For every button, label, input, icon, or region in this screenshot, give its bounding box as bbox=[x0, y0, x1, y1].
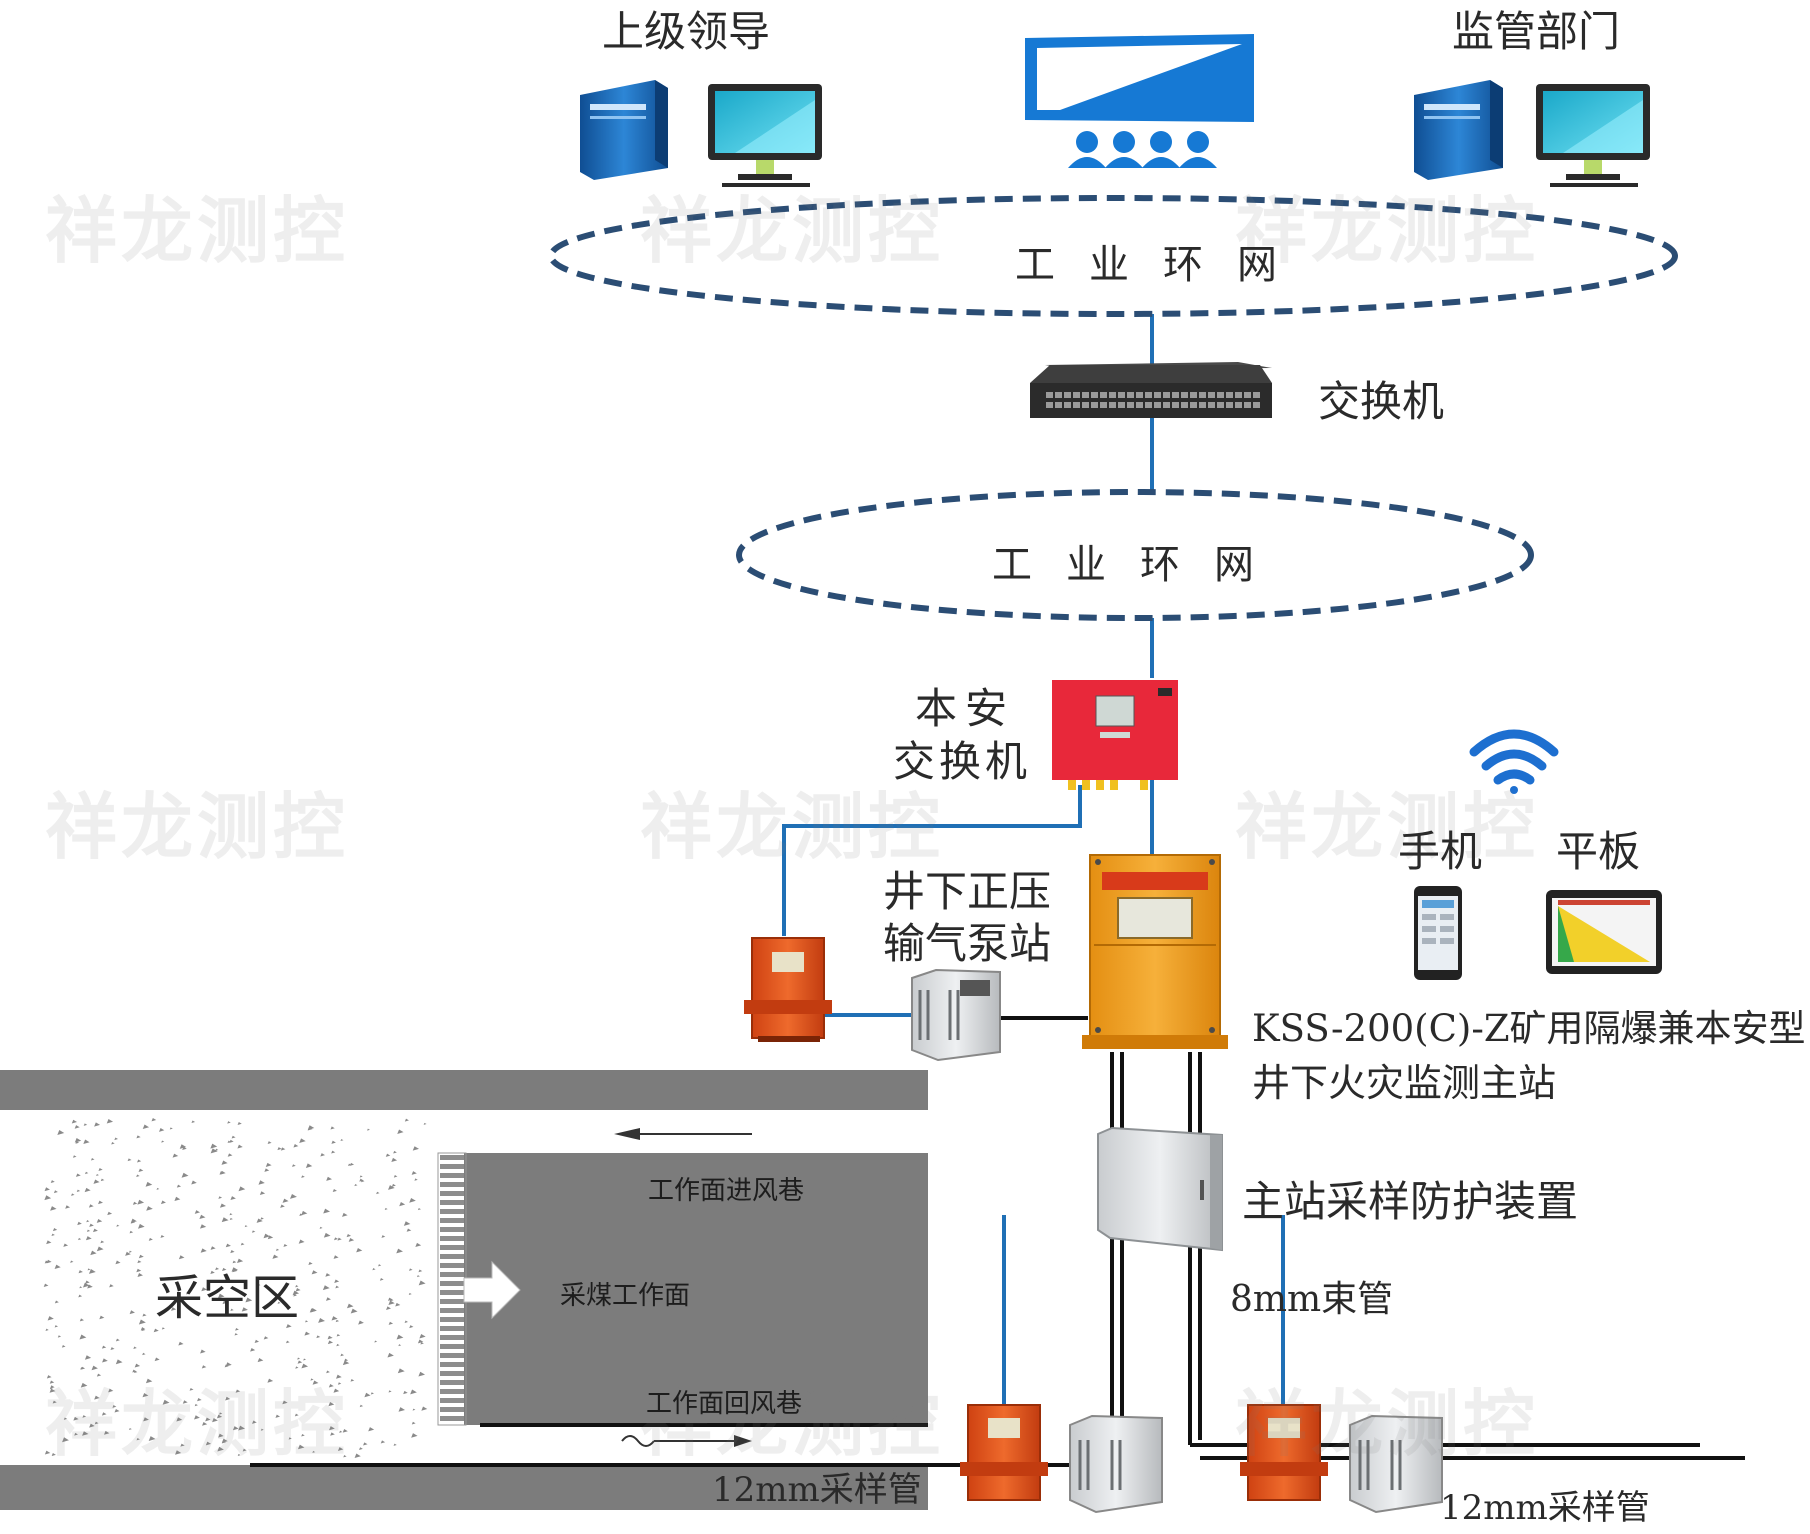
label-main-station-line2: 井下火灾监测主站 bbox=[1252, 1061, 1557, 1105]
intake-airflow-arrow bbox=[614, 1128, 752, 1140]
server-icon bbox=[580, 80, 668, 180]
explosion-proof-device-icon bbox=[744, 937, 832, 1042]
label-ring-mid: 工业环网 bbox=[992, 542, 1288, 588]
label-superior: 上级领导 bbox=[602, 7, 771, 56]
label-12mm-tube-left: 12mm采样管 bbox=[712, 1470, 922, 1510]
label-goaf: 采空区 bbox=[155, 1270, 300, 1326]
pump-station-icon bbox=[911, 968, 1001, 1062]
label-protection-device: 主站采样防护装置 bbox=[1242, 1177, 1579, 1226]
sampling-protection-box-icon bbox=[1097, 1126, 1223, 1252]
label-tablet: 平板 bbox=[1556, 827, 1641, 876]
label-pump-line2: 输气泵站 bbox=[883, 919, 1052, 968]
video-wall-icon bbox=[1025, 34, 1254, 168]
main-station-cabinet-icon bbox=[1082, 854, 1228, 1049]
pump-unit-icon bbox=[1069, 1414, 1163, 1514]
ethernet-switch-icon bbox=[1030, 362, 1272, 418]
explosion-proof-device-icon-2 bbox=[960, 1338, 1048, 1501]
pump-unit-icon-right bbox=[1349, 1414, 1443, 1514]
industrial-ring-top bbox=[548, 195, 1678, 317]
phone-icon bbox=[1414, 886, 1462, 980]
label-ib-switch-line2: 交换机 bbox=[893, 737, 1032, 786]
tunnel-floor bbox=[0, 1465, 928, 1510]
explosion-proof-device-icon-3 bbox=[1240, 1338, 1328, 1501]
label-regulator: 监管部门 bbox=[1452, 7, 1621, 56]
monitor-icon bbox=[708, 84, 822, 187]
monitor-icon-right bbox=[1536, 84, 1650, 187]
wifi-icon bbox=[1469, 729, 1559, 794]
ib-switch-icon bbox=[1052, 680, 1178, 790]
coal-block bbox=[464, 1153, 928, 1425]
label-ib-switch-line1: 本安 bbox=[915, 684, 1016, 733]
server-icon-right bbox=[1414, 80, 1503, 180]
goaf-rubble bbox=[43, 1118, 428, 1458]
face-advance-arrow bbox=[463, 1260, 521, 1320]
label-12mm-tube-right: 12mm采样管 bbox=[1440, 1488, 1650, 1528]
return-airflow-arrow bbox=[621, 1435, 752, 1447]
label-8mm-tube: 8mm束管 bbox=[1230, 1279, 1394, 1320]
tunnel-section bbox=[0, 1070, 928, 1510]
label-pump-line1: 井下正压 bbox=[883, 867, 1052, 916]
label-return-roadway: 工作面回风巷 bbox=[646, 1389, 803, 1419]
industrial-ring-mid bbox=[736, 489, 1534, 621]
hydraulic-supports bbox=[437, 1152, 467, 1426]
label-phone: 手机 bbox=[1398, 827, 1483, 876]
goaf-area bbox=[0, 1110, 440, 1465]
label-switch: 交换机 bbox=[1318, 377, 1445, 426]
label-main-station-line1: KSS-200(C)-Z矿用隔爆兼本安型 bbox=[1252, 1007, 1806, 1050]
label-ring-top: 工业环网 bbox=[1015, 242, 1311, 288]
tunnel-roof bbox=[0, 1070, 928, 1110]
label-working-face: 采煤工作面 bbox=[560, 1281, 691, 1311]
tablet-icon bbox=[1546, 890, 1662, 974]
label-intake-roadway: 工作面进风巷 bbox=[648, 1176, 805, 1206]
